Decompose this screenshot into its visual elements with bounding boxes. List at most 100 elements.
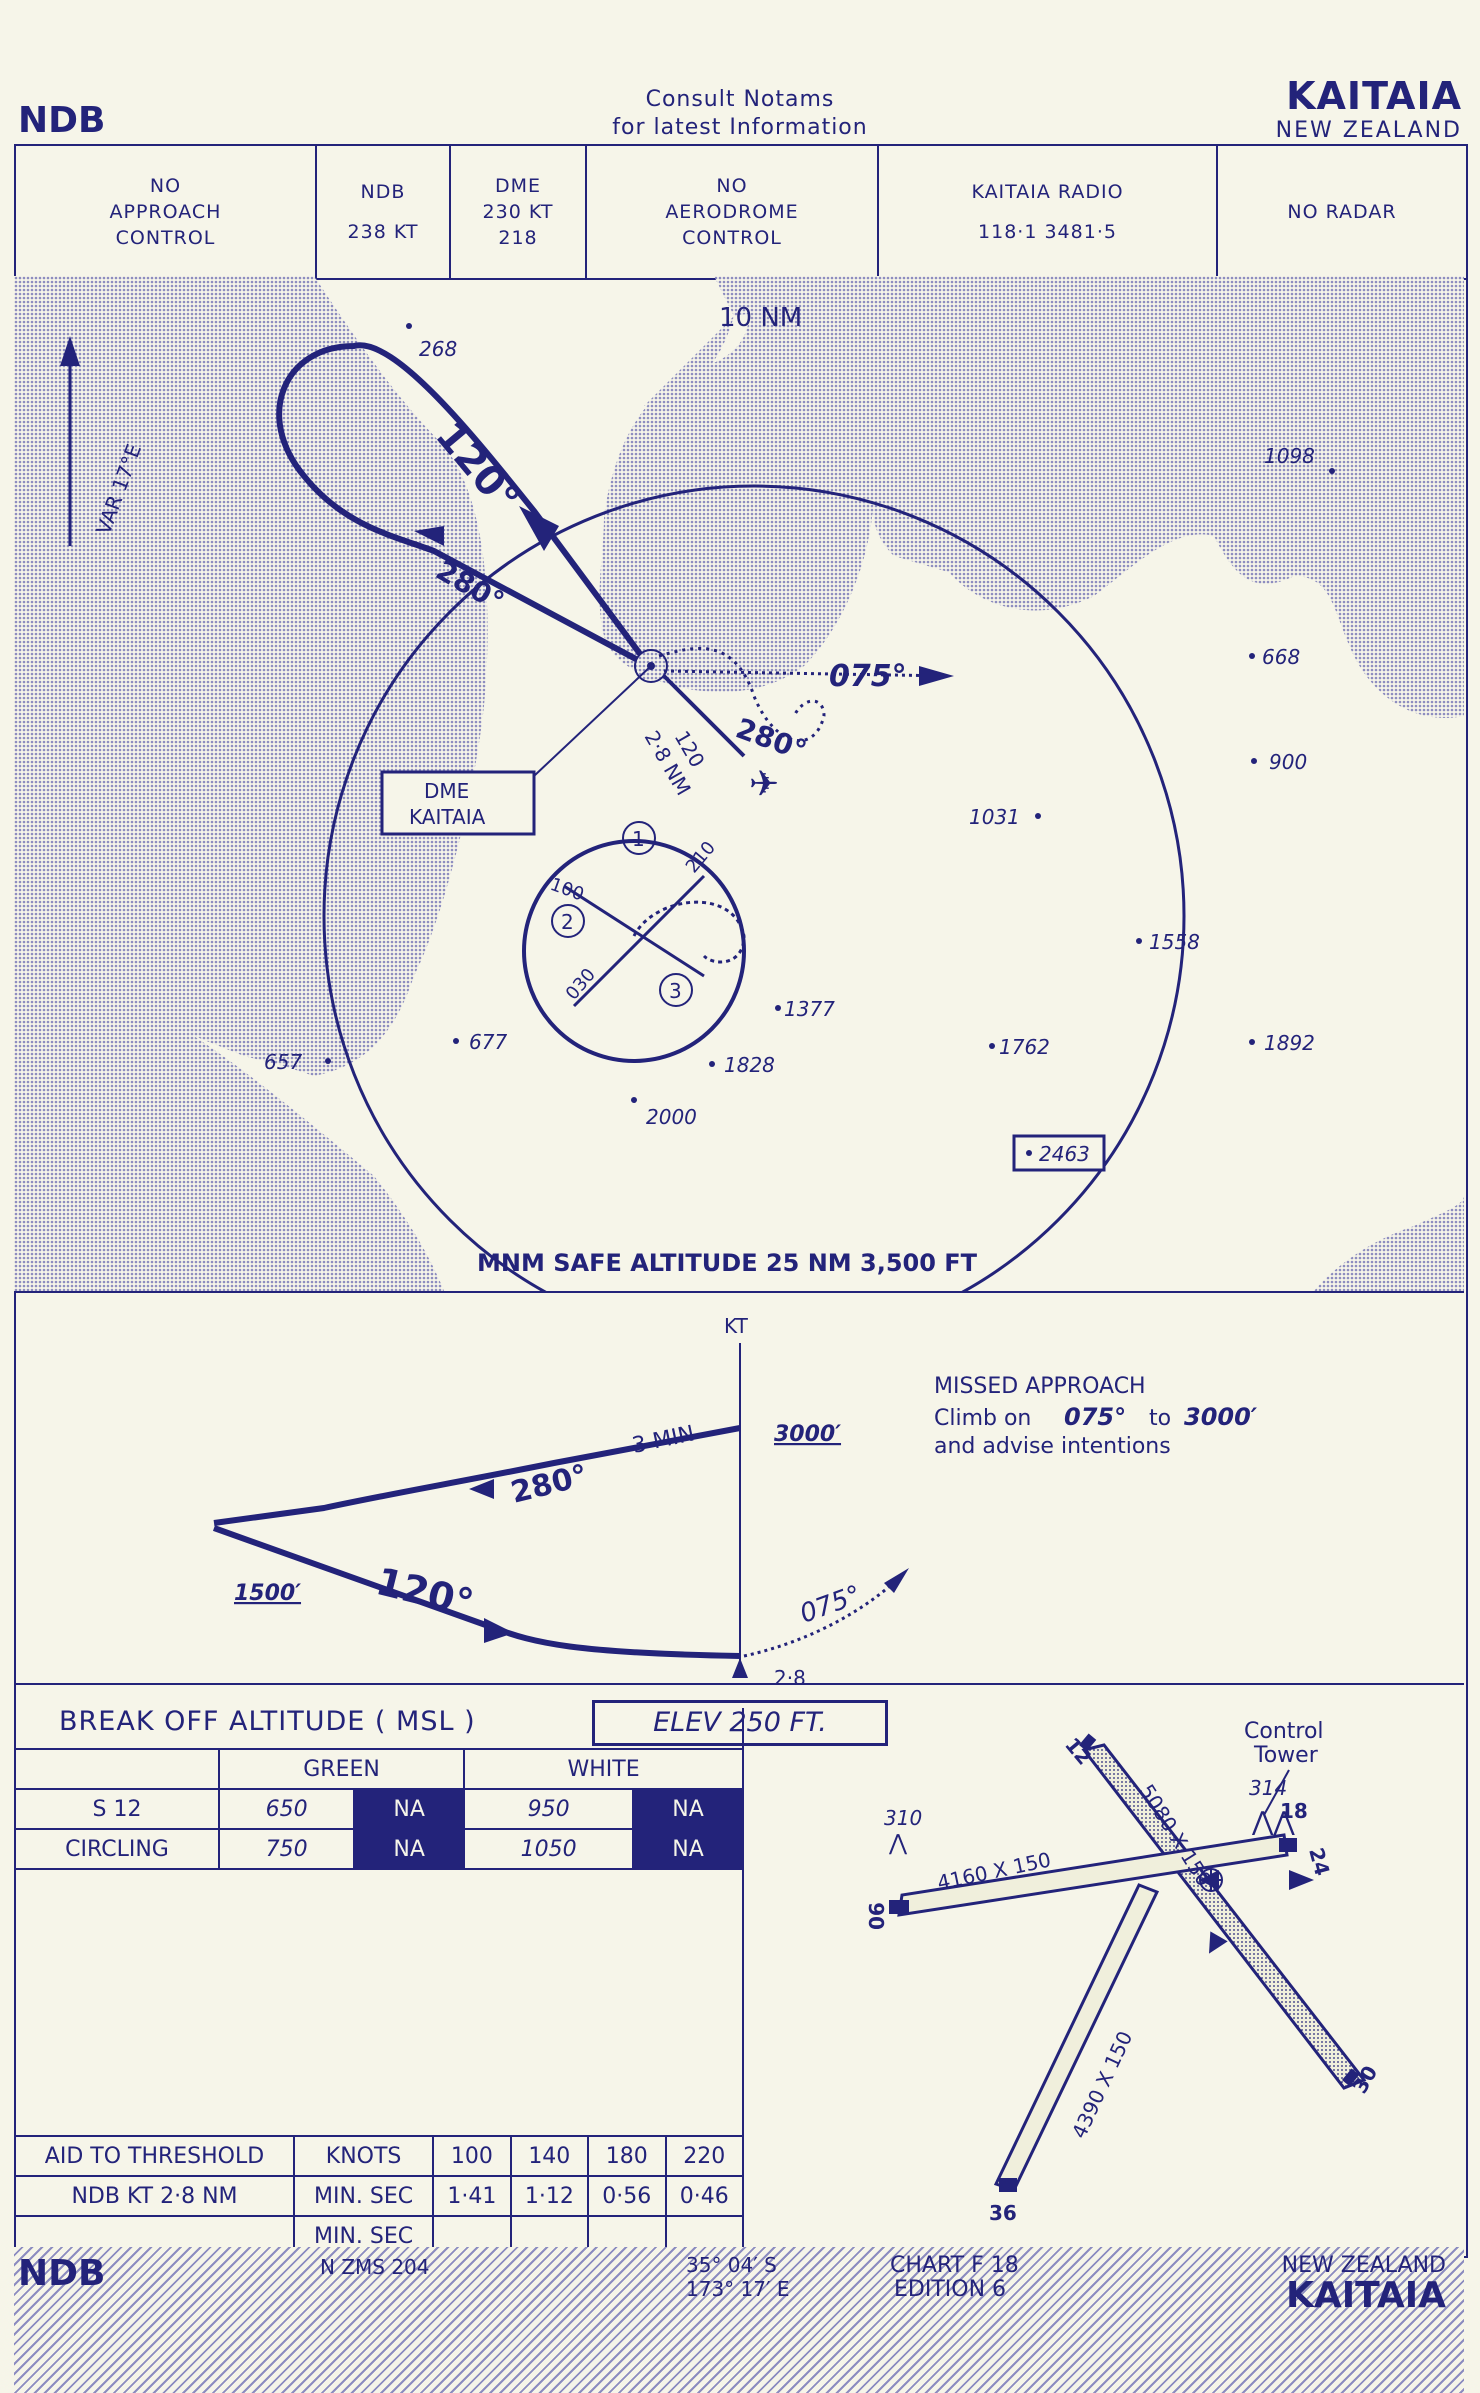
spot-height-max: 2463 xyxy=(1039,1142,1090,1166)
final-path: ✈ xyxy=(749,764,779,805)
section-divider xyxy=(742,1708,744,2248)
header-location: KAITAIA NEW ZEALAND xyxy=(1276,74,1462,143)
info-text: CONTROL xyxy=(682,227,782,249)
land-northeast xyxy=(914,276,1464,718)
header-airport-name: KAITAIA xyxy=(1286,74,1462,118)
timing-table: AID TO THRESHOLD KNOTS 100 140 180 220 N… xyxy=(14,2135,744,2257)
missed-line1-a: Climb on xyxy=(934,1406,1031,1431)
spot-height: 900 xyxy=(1269,750,1307,774)
footer-strip: NDB N ZMS 204 35° 04′ S 173° 17′ E CHART… xyxy=(14,2247,1464,2393)
spot-height: 268 xyxy=(419,337,457,361)
info-text: APPROACH xyxy=(109,201,222,223)
timing-unit: MIN. SEC xyxy=(292,2175,435,2217)
timing-header: KNOTS xyxy=(292,2135,435,2177)
info-text: NO xyxy=(149,175,182,197)
info-text: CONTROL xyxy=(115,227,216,249)
spot-height: 1098 xyxy=(1264,444,1315,468)
tower-label-2: Tower xyxy=(1253,1743,1319,1768)
notam-line-1: Consult Notams xyxy=(645,87,835,112)
timing-speed: 100 xyxy=(432,2135,512,2177)
profile-kt: KT xyxy=(724,1314,749,1338)
svg-text:Climb on 075° to: Climb on 075° to 3000′ xyxy=(934,1403,1258,1431)
header-procedure: NDB xyxy=(18,100,106,141)
sector-2: 2 xyxy=(561,910,574,934)
profile-dist: 2·8 xyxy=(774,1666,806,1683)
info-text: NDB xyxy=(360,181,406,203)
info-text: DME xyxy=(494,175,542,197)
info-box-radio: KAITAIA RADIO 118·1 3481·5 xyxy=(879,146,1218,278)
info-box-dme: DME 230 KT 218 xyxy=(451,146,587,278)
sector-3: 3 xyxy=(669,979,682,1003)
spot-heights: 268 1098 668 900 1031 1558 1377 677 657 … xyxy=(264,323,1335,1172)
profile-missed: 075° xyxy=(796,1580,865,1630)
profile-3min: 3 MIN xyxy=(630,1421,697,1459)
land-southwest xyxy=(14,1036,444,1291)
land-southeast xyxy=(1314,1196,1464,1291)
info-box-aerodrome: NO AERODROME CONTROL xyxy=(587,146,879,278)
profile-outbound: 280° xyxy=(507,1458,591,1511)
msa-note: MNM SAFE ALTITUDE 25 NM 3,500 FT xyxy=(477,1249,978,1277)
missed-return xyxy=(658,647,826,743)
elev-310: 310 xyxy=(884,1806,922,1830)
minima-green-header: GREEN xyxy=(217,1748,466,1790)
timing-time: 1·12 xyxy=(509,2175,590,2217)
spot-height: 1558 xyxy=(1149,930,1200,954)
spot-height: 668 xyxy=(1262,645,1300,669)
rwy-end: 18 xyxy=(1280,1799,1308,1823)
notam-line-2: for latest Information xyxy=(612,115,868,140)
tower-label-1: Control xyxy=(1244,1719,1324,1744)
footer-map-ref: N ZMS 204 xyxy=(320,2255,430,2279)
spot-height: 1892 xyxy=(1264,1031,1315,1055)
timing-speed: 220 xyxy=(664,2135,744,2177)
timing-time: 0·56 xyxy=(587,2175,667,2217)
divider xyxy=(14,1291,1464,1293)
info-text: AERODROME xyxy=(665,201,799,223)
minima-row-name: S 12 xyxy=(14,1788,220,1830)
timing-time: 0·46 xyxy=(664,2175,744,2217)
missed-line1-b: 075° xyxy=(1064,1403,1126,1431)
missed-track xyxy=(663,669,950,678)
rwy-end: 06 xyxy=(865,1902,889,1930)
minima-row-name: CIRCLING xyxy=(14,1828,220,1870)
footer-airport-name: KAITAIA xyxy=(1285,2275,1446,2316)
minima-table: GREEN WHITE S 12 650 NA 950 NA CIRCLING … xyxy=(14,1748,744,1870)
missed-course: 075° xyxy=(829,659,907,694)
missed-line2: and advise intentions xyxy=(934,1434,1171,1459)
obstacle-icon: ⋀ xyxy=(888,1831,908,1856)
missed-title: MISSED APPROACH xyxy=(934,1374,1146,1399)
spot-height: 2000 xyxy=(646,1105,697,1129)
info-text: NO RADAR xyxy=(1287,201,1397,223)
minima-na: NA xyxy=(353,1828,466,1870)
spot-height: 677 xyxy=(469,1030,507,1054)
info-box-approach: NO APPROACH CONTROL xyxy=(16,146,317,278)
timing-speed: 140 xyxy=(509,2135,590,2177)
spot-height: 1377 xyxy=(784,997,835,1021)
final-track xyxy=(662,674,746,758)
profile-inbound: 120° xyxy=(372,1559,478,1625)
footer-country: NEW ZEALAND xyxy=(1281,2253,1446,2278)
minima-value: 950 xyxy=(463,1788,635,1830)
land-peninsula-2 xyxy=(599,276,874,692)
info-box-ndb: NDB 238 KT xyxy=(317,146,451,278)
info-box-radar: NO RADAR xyxy=(1218,146,1466,278)
spot-height: 1031 xyxy=(969,805,1020,829)
minima-na: NA xyxy=(353,1788,466,1830)
minima-value: 650 xyxy=(217,1788,356,1830)
profile-view: KT 3000′ 3 MIN 280° 120° 1500′ 075° 2·8 … xyxy=(212,1314,1258,1683)
land-west xyxy=(14,276,488,1076)
minima-value: 1050 xyxy=(463,1828,635,1870)
spot-height: 1828 xyxy=(724,1053,775,1077)
divider xyxy=(14,1683,1464,1685)
profile-alt-1500: 1500′ xyxy=(234,1581,301,1606)
ten-nm-ring xyxy=(322,484,1186,1291)
timing-time: 1·41 xyxy=(432,2175,512,2217)
ring-label: 10 NM xyxy=(719,303,802,333)
sector-1: 1 xyxy=(632,827,645,851)
elev-314: 314 xyxy=(1249,1776,1287,1800)
timing-speed: 180 xyxy=(587,2135,667,2177)
minima-na: NA xyxy=(632,1788,744,1830)
dme-name: KAITAIA xyxy=(409,805,486,829)
spot-height: 657 xyxy=(264,1050,302,1074)
footer-longitude: 173° 17′ E xyxy=(686,2277,790,2301)
plan-view: 10 NM VAR 17°E 120° 280° 075° 280° ✈ 120… xyxy=(14,276,1464,1291)
